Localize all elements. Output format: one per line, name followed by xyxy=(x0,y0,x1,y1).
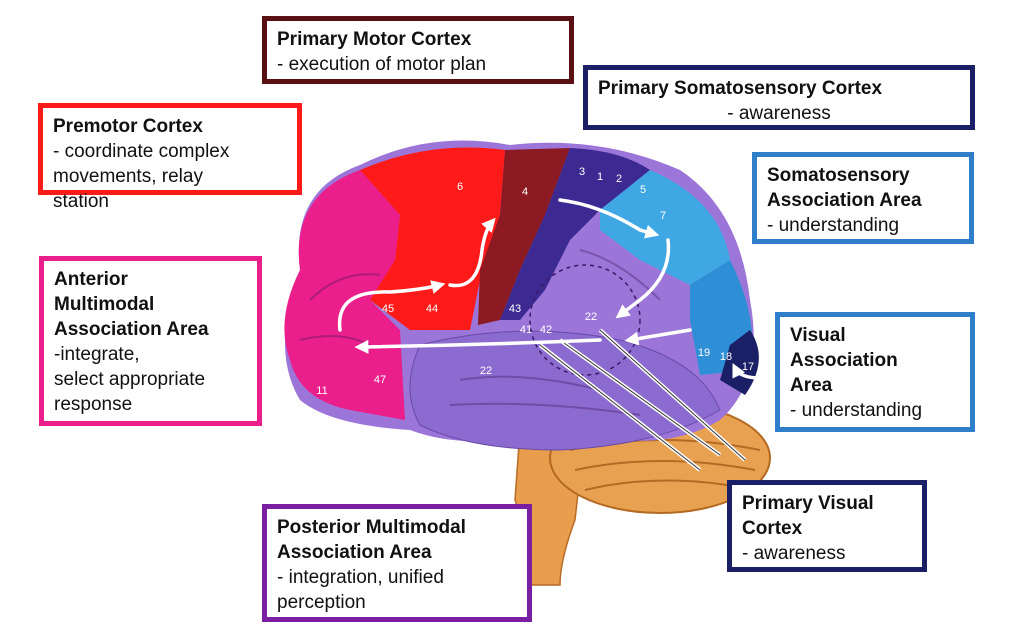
ba-22: 22 xyxy=(585,311,597,323)
ba-2: 2 xyxy=(616,173,622,185)
ba-19: 19 xyxy=(698,347,710,359)
arrow-somassoc-to-posterior xyxy=(615,238,671,319)
premotor-label: Premotor Cortex - coordinate complex mov… xyxy=(38,103,302,212)
somatosensory-association-desc: - understanding xyxy=(767,215,900,236)
arrow-primary-visual-to-visual-assoc xyxy=(732,362,762,380)
primary-somatosensory-title: Primary Somatosensory Cortex xyxy=(598,78,883,99)
somatosensory-association-label: Somatosensory Association Area - underst… xyxy=(752,152,974,244)
ba-41: 41 xyxy=(520,324,532,336)
primary-motor-title: Primary Motor Cortex xyxy=(277,29,472,50)
somatosensory-association-region xyxy=(600,170,730,285)
ba-3: 3 xyxy=(579,166,585,178)
ba-11: 11 xyxy=(316,385,327,397)
primary-visual-title: Primary Visual Cortex xyxy=(742,493,874,539)
visual-association-label: Visual Association Area - understanding xyxy=(775,312,975,432)
somatosensory-association-title: Somatosensory Association Area xyxy=(767,165,922,211)
ba-42: 42 xyxy=(540,324,552,336)
ba-1: 1 xyxy=(597,171,603,183)
arrow-premotor-to-motor xyxy=(448,217,496,288)
arrow-anterior-to-premotor xyxy=(337,280,446,332)
anterior-multimodal-region xyxy=(284,170,405,420)
ba-43: 43 xyxy=(509,303,521,315)
ba-44: 44 xyxy=(426,303,438,315)
anterior-multimodal-title: Anterior Multimodal Association Area xyxy=(54,269,209,340)
ba-18: 18 xyxy=(720,351,732,363)
anterior-multimodal-label: Anterior Multimodal Association Area -in… xyxy=(39,256,262,426)
premotor-desc: - coordinate complex movements, relay st… xyxy=(53,141,230,212)
premotor-title: Premotor Cortex xyxy=(53,116,203,137)
ba-4: 4 xyxy=(522,186,528,198)
ba-45: 45 xyxy=(382,303,394,315)
primary-motor-label: Primary Motor Cortex - execution of moto… xyxy=(262,16,574,84)
arrow-somato-to-assoc xyxy=(558,198,660,239)
ba-17: 17 xyxy=(742,361,754,373)
primary-motor-region xyxy=(478,148,570,325)
primary-motor-desc: - execution of motor plan xyxy=(277,54,487,75)
visual-association-title: Visual Association Area xyxy=(790,325,898,396)
premotor-region xyxy=(360,147,505,330)
arrow-visual-to-posterior xyxy=(624,328,692,346)
primary-visual-label: Primary Visual Cortex - awareness xyxy=(727,480,927,572)
primary-somatosensory-desc: - awareness xyxy=(727,103,831,124)
visual-association-desc: - understanding xyxy=(790,400,923,421)
posterior-multimodal-desc: - integration, unified perception xyxy=(277,567,444,613)
ba-47: 47 xyxy=(374,374,386,386)
ba-7: 7 xyxy=(660,210,666,222)
posterior-multimodal-label: Posterior Multimodal Association Area - … xyxy=(262,504,532,622)
primary-somatosensory-label: Primary Somatosensory Cortex - awareness xyxy=(583,65,975,130)
temporal-lobe xyxy=(409,330,721,451)
ba-22b: 22 xyxy=(480,365,492,377)
anterior-multimodal-desc: -integrate, select appropriate response xyxy=(54,344,206,415)
primary-visual-desc: - awareness xyxy=(742,543,846,564)
primary-somatosensory-region xyxy=(500,148,650,320)
posterior-multimodal-title: Posterior Multimodal Association Area xyxy=(277,517,466,563)
ba-5: 5 xyxy=(640,184,646,196)
arrow-posterior-to-anterior xyxy=(354,338,602,354)
ba-6: 6 xyxy=(457,181,463,193)
